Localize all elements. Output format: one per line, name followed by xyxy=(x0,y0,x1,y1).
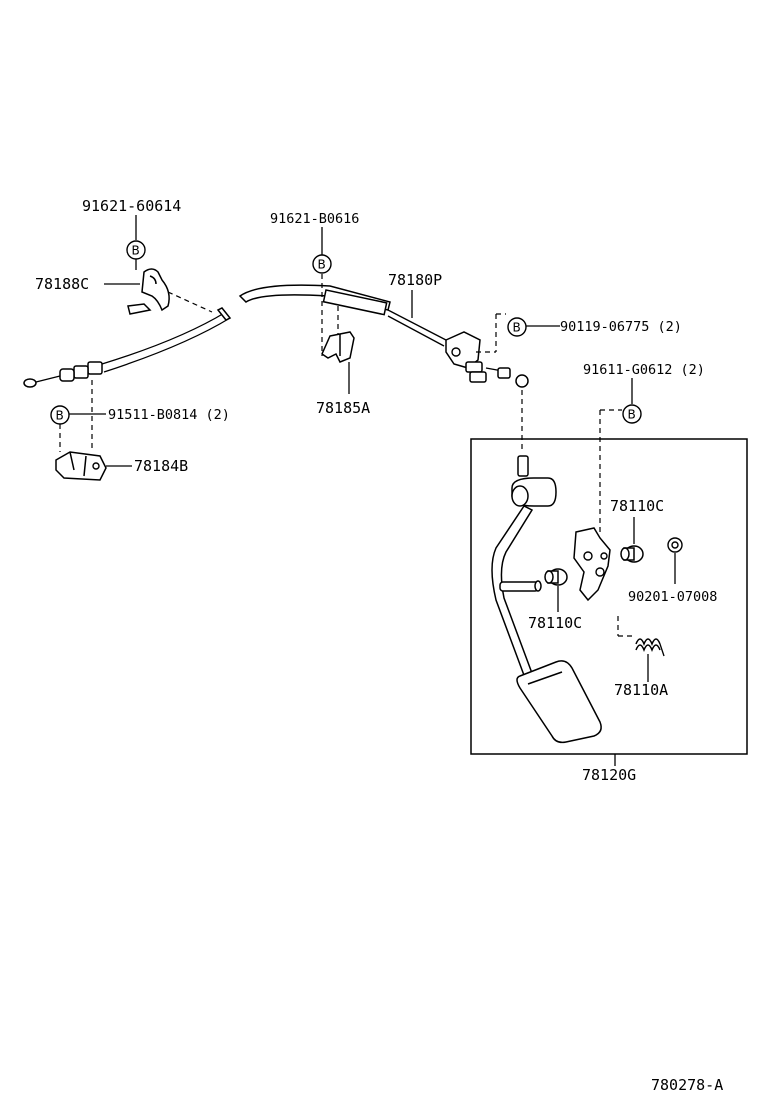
pedal-assembly-box xyxy=(470,438,748,755)
label-78185A: 78185A xyxy=(316,399,370,417)
svg-text:B: B xyxy=(628,408,636,422)
label-78110A: 78110A xyxy=(614,681,668,699)
label-91511-B0814: 91511-B0814 (2) xyxy=(108,407,230,423)
dashed-guide xyxy=(167,291,213,313)
bolt-marker-b: B xyxy=(622,404,642,424)
diagram-id: 780278-A xyxy=(651,1076,723,1094)
svg-text:B: B xyxy=(318,258,326,272)
svg-text:B: B xyxy=(513,321,521,335)
accelerator-pedal-78120G xyxy=(491,455,602,744)
pedal-bracket-plate xyxy=(573,527,611,602)
cable-bracket-78184B xyxy=(55,451,107,481)
label-91621-B0616: 91621-B0616 xyxy=(270,211,359,227)
bushing-78110C-top xyxy=(620,545,644,563)
label-91621-60614: 91621-60614 xyxy=(82,197,181,215)
label-78184B: 78184B xyxy=(134,457,188,475)
accelerator-cable-78180P xyxy=(238,284,447,347)
cable-clip-78188C xyxy=(127,268,170,315)
label-78188C: 78188C xyxy=(35,275,89,293)
bushing-78110C-bottom xyxy=(544,568,568,586)
label-78110C-bottom: 78110C xyxy=(528,614,582,632)
return-spring-78110A xyxy=(635,638,665,657)
label-78110C-top: 78110C xyxy=(610,497,664,515)
svg-text:B: B xyxy=(56,409,64,423)
bolt-marker-b: B xyxy=(126,240,146,260)
label-90201-07008: 90201-07008 xyxy=(628,589,717,605)
label-90119-06775: 90119-06775 (2) xyxy=(560,319,682,335)
svg-text:B: B xyxy=(132,244,140,258)
bolt-marker-b: B xyxy=(507,317,527,337)
washer-90201-07008 xyxy=(667,537,683,553)
bolt-marker-b: B xyxy=(50,405,70,425)
label-78180P: 78180P xyxy=(388,271,442,289)
label-78120G: 78120G xyxy=(582,766,636,784)
cable-bracket-78185A xyxy=(321,331,355,363)
label-91611-G0612: 91611-G0612 (2) xyxy=(583,362,705,378)
bolt-marker-b: B xyxy=(312,254,332,274)
accelerator-cable-left-end xyxy=(23,307,232,388)
cable-end-bracket xyxy=(445,331,529,388)
